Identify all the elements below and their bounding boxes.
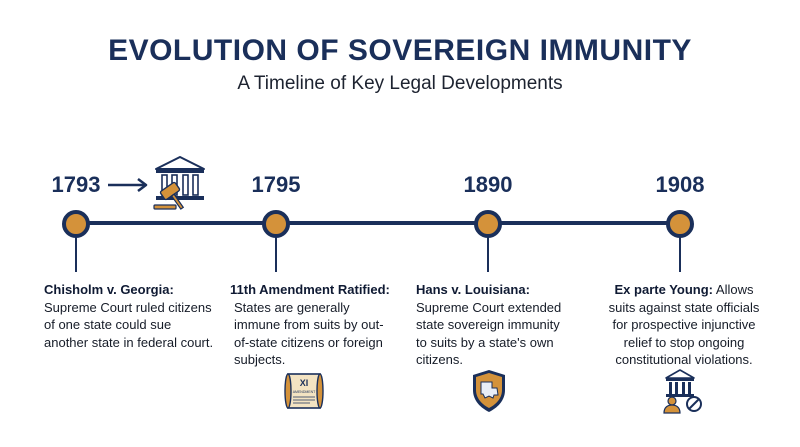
event-text: States are generally immune from suits b… xyxy=(234,299,384,368)
timeline-line xyxy=(76,221,680,225)
scroll-label: AMENDMENT xyxy=(293,390,316,394)
event-heading: 11th Amendment Ratified: xyxy=(230,282,390,297)
event-description-1793: Chisholm v. Georgia: Supreme Court ruled… xyxy=(44,281,216,351)
louisiana-shield-icon xyxy=(473,370,505,412)
year-1795: 1795 xyxy=(251,172,301,197)
page-title: EVOLUTION OF SOVEREIGN IMMUNITY xyxy=(108,34,692,67)
event-text: Allows suits against state officials for… xyxy=(608,282,760,367)
event-heading: Hans v. Louisiana: xyxy=(416,282,530,297)
year-1793: 1793 xyxy=(51,172,101,197)
connector-1908 xyxy=(679,236,681,272)
event-text: Supreme Court ruled citizens of one stat… xyxy=(44,299,214,350)
courthouse-gavel-icon xyxy=(153,156,205,210)
connector-1795 xyxy=(275,236,277,272)
amendment-scroll-icon: XI AMENDMENT xyxy=(284,373,324,409)
official-prohibition-icon xyxy=(663,369,702,414)
event-description-1908: Ex parte Young: Allows suits against sta… xyxy=(600,281,768,369)
year-1890: 1890 xyxy=(463,172,513,197)
timeline-node-1795 xyxy=(262,210,290,238)
scroll-numeral: XI xyxy=(300,378,309,388)
event-heading: Ex parte Young: xyxy=(614,282,713,297)
timeline-node-1890 xyxy=(474,210,502,238)
event-description-1890: Hans v. Louisiana: Supreme Court extende… xyxy=(416,281,574,369)
timeline-node-1908 xyxy=(666,210,694,238)
timeline-node-1793 xyxy=(62,210,90,238)
year-1908: 1908 xyxy=(655,172,705,197)
event-text: Supreme Court extended state sovereign i… xyxy=(416,299,562,368)
event-description-1795: 11th Amendment Ratified: States are gene… xyxy=(230,281,392,369)
event-heading: Chisholm v. Georgia: xyxy=(44,282,174,297)
page-subtitle: A Timeline of Key Legal Developments xyxy=(237,73,563,94)
connector-1890 xyxy=(487,236,489,272)
connector-1793 xyxy=(75,236,77,272)
arrow-right-icon xyxy=(108,178,148,192)
